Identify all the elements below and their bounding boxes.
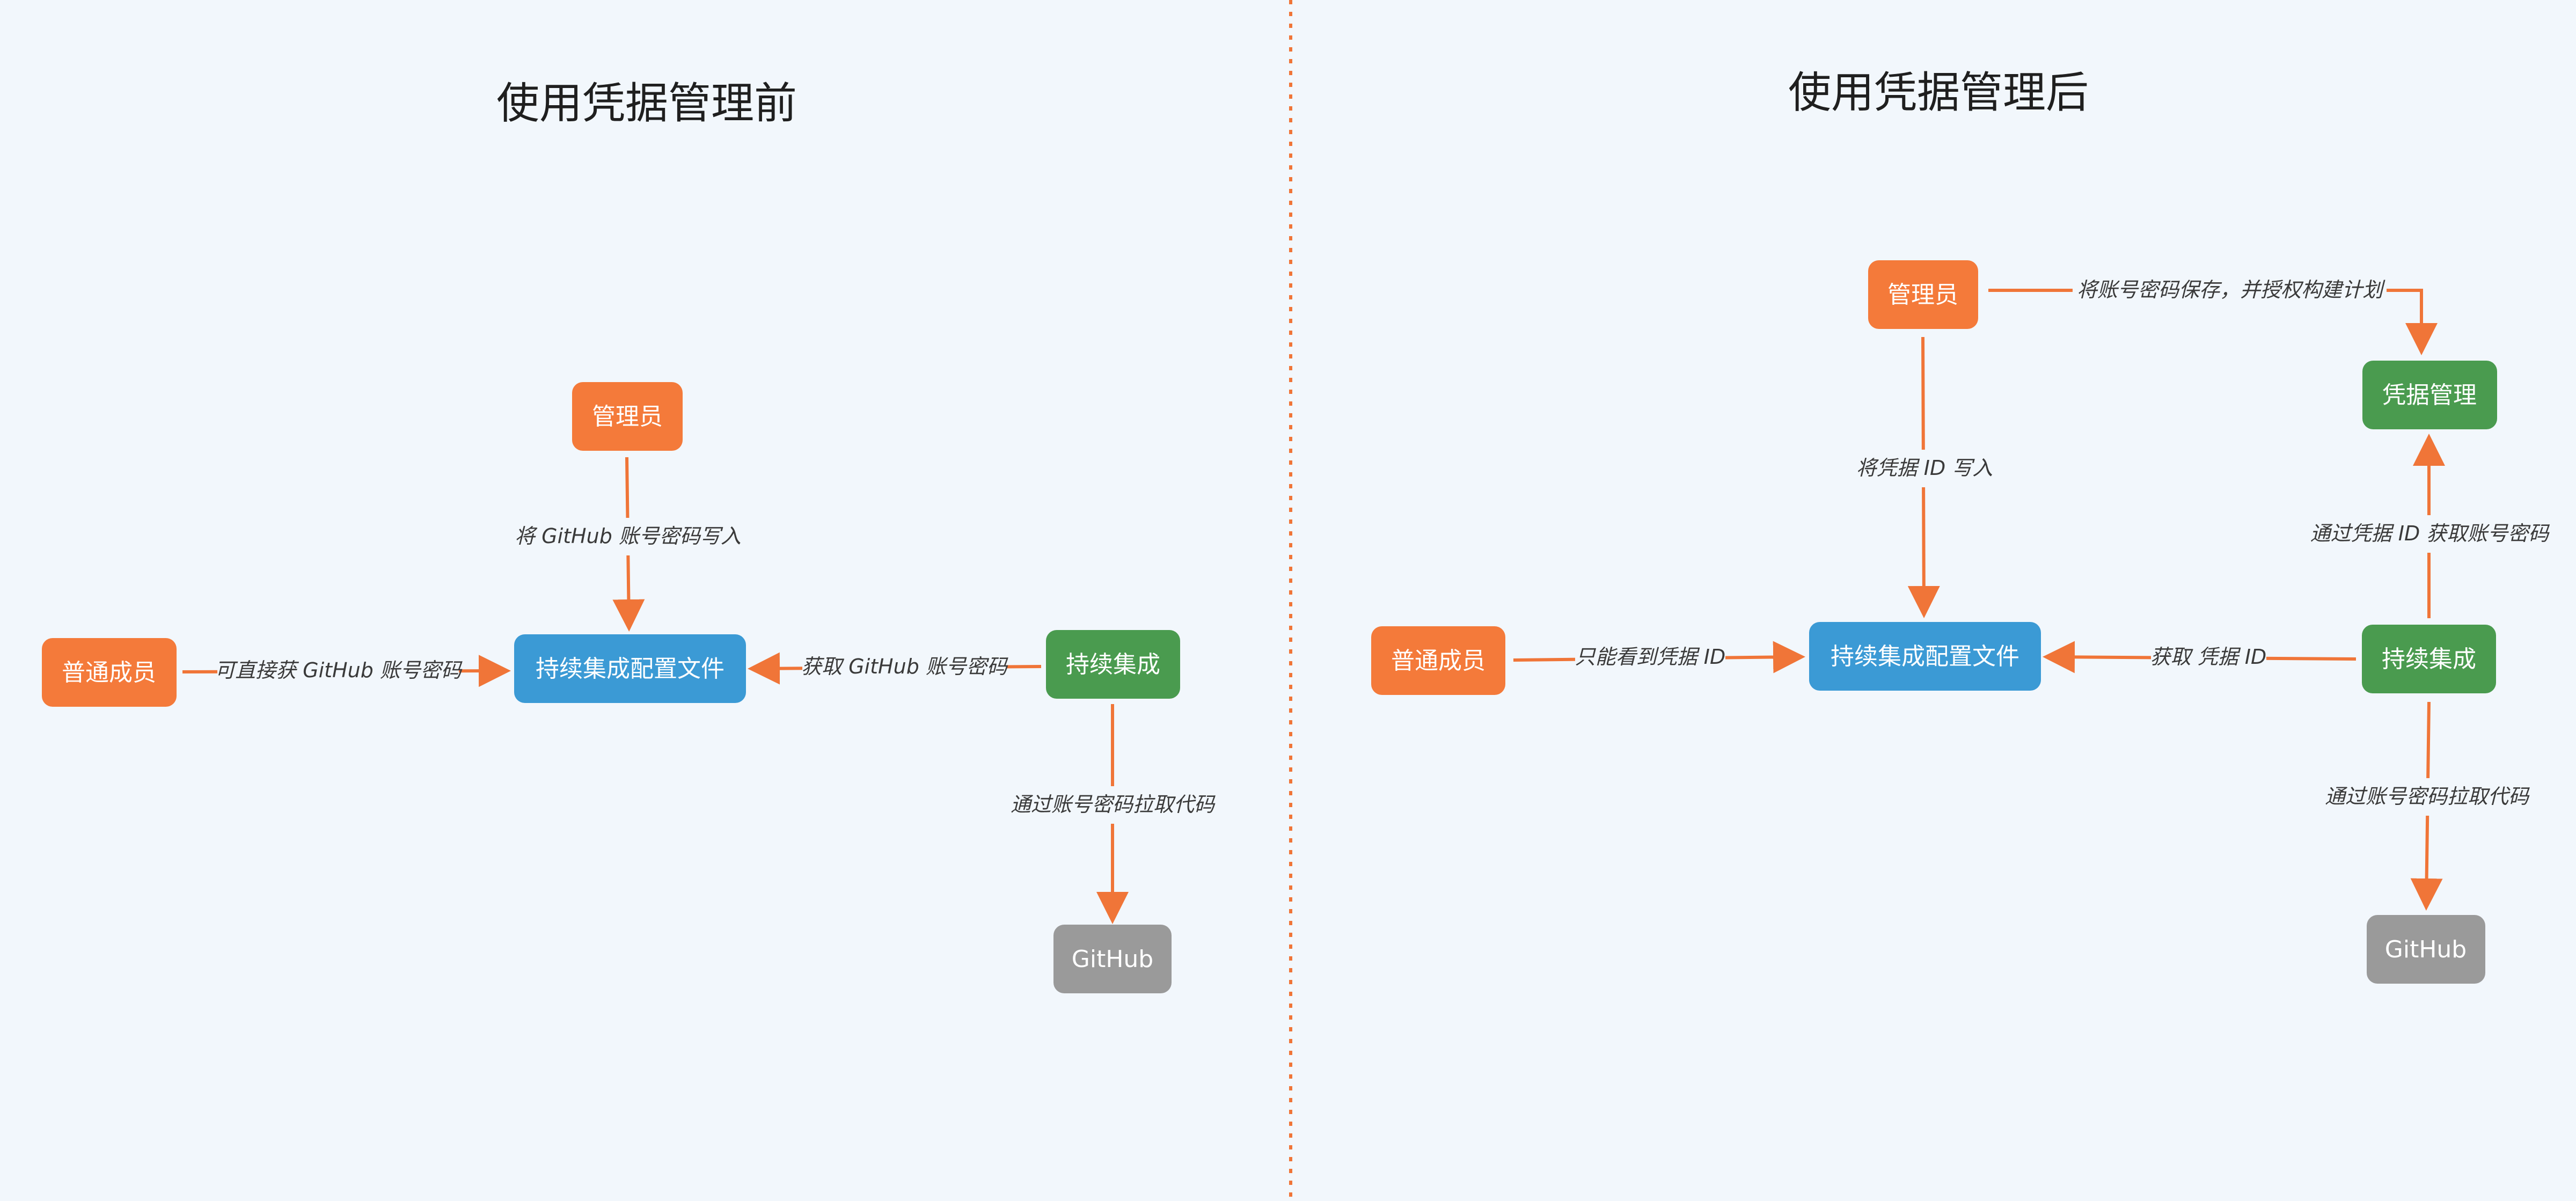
after-node-ci[interactable]: 持续集成 bbox=[2362, 625, 2496, 693]
after-node-ci-label: 持续集成 bbox=[2382, 646, 2476, 673]
after-node-admin-label: 管理员 bbox=[1887, 281, 1958, 309]
before-node-config[interactable]: 持续集成配置文件 bbox=[514, 634, 746, 703]
before-label-admin-config: 将 GitHub 账号密码写入 bbox=[515, 524, 741, 548]
after-title: 使用凭据管理后 bbox=[1788, 68, 2089, 118]
before-node-ci[interactable]: 持续集成 bbox=[1046, 630, 1180, 699]
after-label-member-config: 只能看到凭据 ID bbox=[1575, 645, 1726, 669]
after-node-credential[interactable]: 凭据管理 bbox=[2362, 361, 2497, 429]
before-node-member[interactable]: 普通成员 bbox=[42, 638, 177, 707]
after-label-ci-github: 通过账号密码拉取代码 bbox=[2325, 785, 2530, 808]
before-node-admin-label: 管理员 bbox=[592, 403, 663, 430]
after-node-github[interactable]: GitHub bbox=[2367, 915, 2485, 984]
after-label-ci-credential: 通过凭据 ID 获取账号密码 bbox=[2310, 522, 2550, 545]
before-node-ci-label: 持续集成 bbox=[1066, 651, 1160, 678]
after-node-member-label: 普通成员 bbox=[1391, 647, 1485, 675]
after-node-config[interactable]: 持续集成配置文件 bbox=[1809, 622, 2041, 691]
after-label-admin-config: 将凭据 ID 写入 bbox=[1856, 456, 1993, 480]
before-node-admin[interactable]: 管理员 bbox=[572, 382, 683, 451]
before-title: 使用凭据管理前 bbox=[496, 78, 797, 128]
after-node-member[interactable]: 普通成员 bbox=[1371, 626, 1505, 695]
after-node-config-label: 持续集成配置文件 bbox=[1831, 643, 2019, 670]
before-label-ci-config: 获取 GitHub 账号密码 bbox=[801, 655, 1008, 678]
before-section: 使用凭据管理前 将 GitHub 账号密码写入 可直接获 GitHub 账号密码… bbox=[42, 78, 1218, 993]
before-node-github-label: GitHub bbox=[1072, 946, 1153, 973]
before-label-ci-github: 通过账号密码拉取代码 bbox=[1011, 793, 1216, 816]
after-node-admin[interactable]: 管理员 bbox=[1868, 260, 1978, 329]
after-label-admin-credential: 将账号密码保存，并授权构建计划 bbox=[2077, 278, 2385, 302]
after-node-github-label: GitHub bbox=[2385, 936, 2467, 963]
before-node-config-label: 持续集成配置文件 bbox=[536, 655, 724, 683]
after-node-credential-label: 凭据管理 bbox=[2382, 382, 2477, 409]
after-label-ci-config: 获取 凭据 ID bbox=[2150, 645, 2267, 669]
before-label-member-config: 可直接获 GitHub 账号密码 bbox=[215, 658, 463, 682]
before-node-github[interactable]: GitHub bbox=[1053, 925, 1172, 993]
before-node-member-label: 普通成员 bbox=[62, 659, 156, 686]
after-section: 使用凭据管理后 将账号密码保存，并授权构建计划 将凭据 ID 写入 通过凭据 I… bbox=[1371, 68, 2552, 984]
